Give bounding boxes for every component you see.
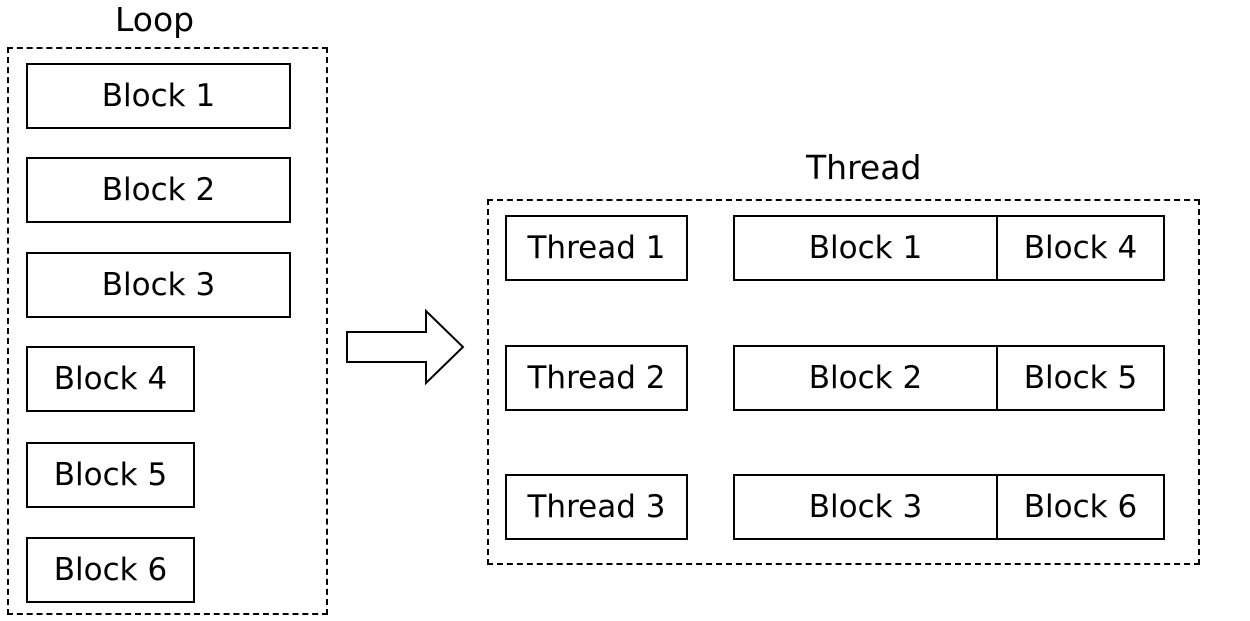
thread-3-first-block: Block 3 bbox=[735, 476, 998, 538]
loop-block-6: Block 6 bbox=[26, 537, 195, 603]
loop-block-5: Block 5 bbox=[26, 442, 195, 508]
right-arrow-icon bbox=[346, 308, 465, 386]
thread-2-blocks: Block 2 Block 5 bbox=[733, 345, 1165, 411]
loop-title: Loop bbox=[115, 0, 195, 39]
loop-block-1: Block 1 bbox=[26, 63, 291, 129]
thread-2-label: Thread 2 bbox=[505, 345, 688, 411]
thread-1-first-block: Block 1 bbox=[735, 217, 998, 279]
thread-1-blocks: Block 1 Block 4 bbox=[733, 215, 1165, 281]
loop-container bbox=[7, 47, 328, 615]
loop-block-4: Block 4 bbox=[26, 346, 195, 412]
thread-3-second-block: Block 6 bbox=[1023, 489, 1138, 525]
thread-3-label: Thread 3 bbox=[505, 474, 688, 540]
loop-block-2: Block 2 bbox=[26, 157, 291, 223]
thread-2-second-block: Block 5 bbox=[1023, 360, 1138, 396]
thread-2-first-block: Block 2 bbox=[735, 347, 998, 409]
thread-3-blocks: Block 3 Block 6 bbox=[733, 474, 1165, 540]
thread-container bbox=[487, 199, 1200, 565]
thread-1-label: Thread 1 bbox=[505, 215, 688, 281]
thread-title: Thread bbox=[806, 148, 922, 187]
loop-block-3: Block 3 bbox=[26, 252, 291, 318]
thread-1-second-block: Block 4 bbox=[1023, 230, 1138, 266]
